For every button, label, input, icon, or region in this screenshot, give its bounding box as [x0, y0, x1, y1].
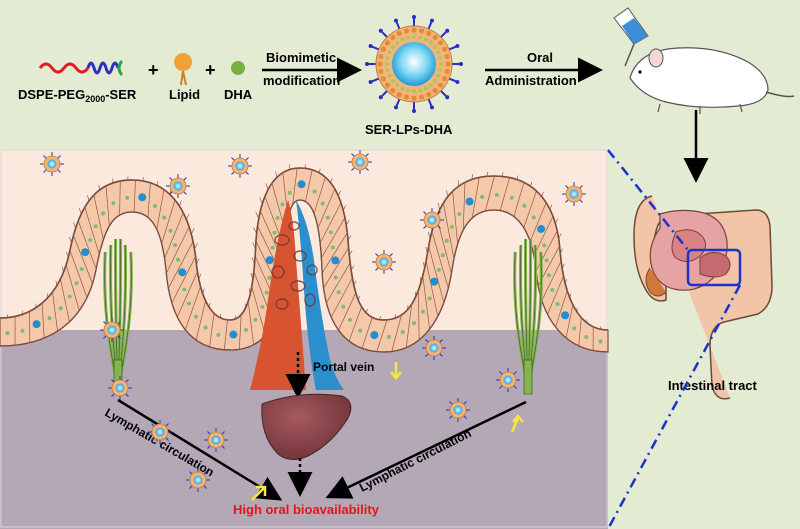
small-nanoparticle-icon	[372, 250, 396, 274]
intestinal-tract-icon	[633, 195, 773, 400]
small-nanoparticle-icon	[148, 420, 172, 444]
lipid-head-icon	[174, 53, 192, 71]
capillary-network-icon	[250, 200, 344, 390]
small-nanoparticle-icon	[166, 174, 190, 198]
lacteal-right-icon	[513, 238, 543, 395]
portal-vein-label: Portal vein	[313, 360, 374, 374]
lymphatic-right-up-arrow-icon	[510, 414, 524, 433]
arrow1-label-line2: modification	[263, 73, 340, 88]
lymphatic-left-up-arrow-icon	[251, 485, 267, 501]
portal-vein-down-arrow-icon	[390, 362, 402, 380]
liver-icon	[261, 393, 352, 460]
dha-icon	[231, 61, 245, 75]
outcome-label: High oral bioavailability	[233, 502, 380, 517]
plus-sign-1: +	[148, 60, 159, 80]
arrow2-label-line2: Administration	[485, 73, 577, 88]
lipid-tail	[180, 70, 187, 86]
small-nanoparticle-icon	[496, 368, 520, 392]
arrow1-label-line1: Biomimetic	[266, 50, 336, 65]
small-nanoparticle-icon	[108, 376, 132, 400]
nanoparticles-group	[40, 150, 586, 492]
small-nanoparticle-icon	[420, 208, 444, 232]
lipid-label: Lipid	[169, 87, 200, 102]
plus-sign-2: +	[205, 60, 216, 80]
peg-chain-blue	[86, 61, 120, 75]
dha-label: DHA	[224, 87, 253, 102]
peg-chain-red	[38, 62, 90, 74]
mouse-icon	[629, 47, 795, 114]
liposome-nanoparticle-icon	[365, 15, 463, 113]
small-nanoparticle-icon	[446, 398, 470, 422]
small-nanoparticle-icon	[562, 182, 586, 206]
right-panel-background	[608, 150, 800, 529]
small-nanoparticle-icon	[348, 150, 372, 174]
intestine-highlight-box	[686, 248, 742, 287]
ser-peptide-green	[117, 60, 124, 76]
particle-label: SER-LPs-DHA	[365, 122, 453, 137]
small-nanoparticle-icon	[422, 336, 446, 360]
small-nanoparticle-icon	[228, 154, 252, 178]
small-nanoparticle-icon	[40, 152, 64, 176]
syringe-icon	[613, 7, 649, 67]
lymphatic-left-arrow	[117, 398, 283, 501]
small-nanoparticle-icon	[100, 318, 124, 342]
arrow2-label-line1: Oral	[527, 50, 553, 65]
small-nanoparticle-icon	[186, 468, 210, 492]
small-nanoparticle-icon	[204, 428, 228, 452]
intestine-label: Intestinal tract	[668, 378, 758, 393]
zoom-indicator-line	[606, 149, 742, 529]
lymphatic-right-arrow	[325, 400, 527, 499]
dspe-label: DSPE-PEG2000-SER	[18, 87, 137, 104]
